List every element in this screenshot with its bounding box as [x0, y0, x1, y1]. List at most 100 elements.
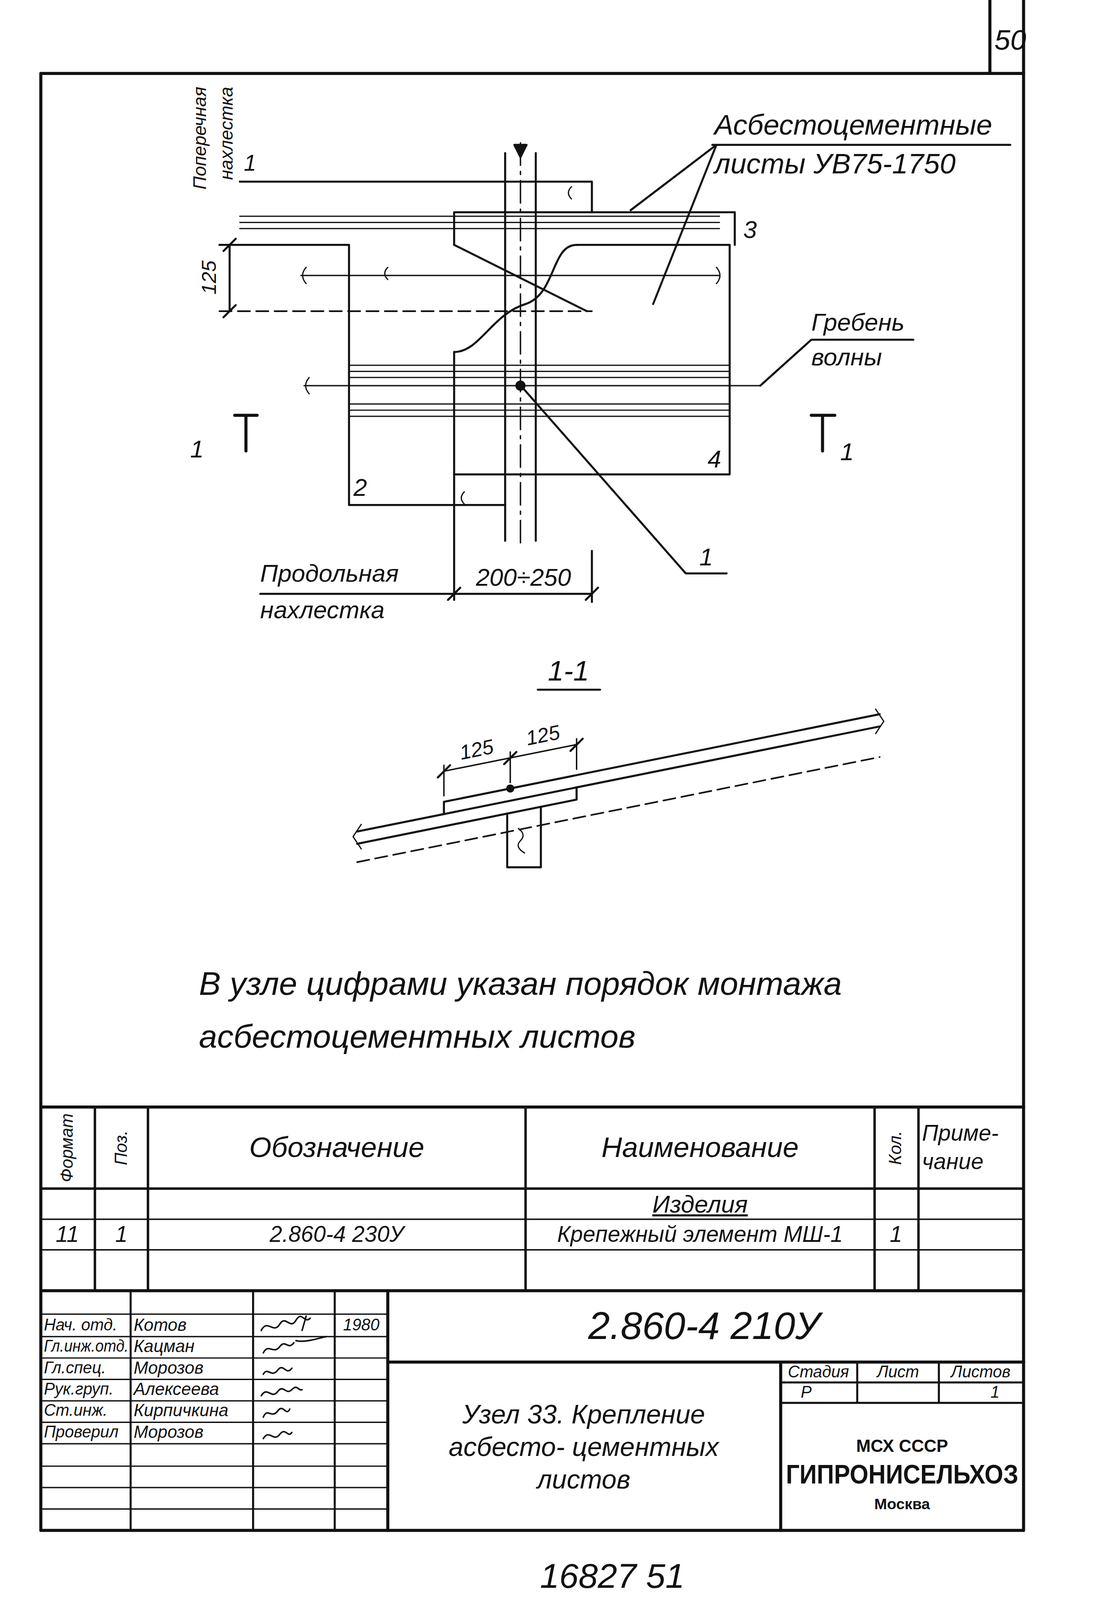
asbestos-sheet	[453, 216, 720, 229]
title-block-cell: Гл.инж.отд.	[43, 1337, 129, 1357]
asbestos-sheet	[239, 216, 454, 229]
callout-number: 1	[699, 542, 713, 571]
title-block-cell: 1	[990, 1383, 1000, 1403]
signature	[263, 1408, 290, 1418]
table-cell: Крепежный элемент МШ-1	[557, 1221, 844, 1248]
callout-label: Асбестоцементные листы УВ75-1750	[714, 106, 1021, 184]
title-block-cell: Проверил	[43, 1423, 119, 1443]
title-block-cell: Рук.груп.	[43, 1380, 114, 1400]
table-header: Обозначение	[249, 1131, 425, 1165]
purlin-plan	[519, 142, 522, 549]
sheet-order-number: 4	[707, 445, 721, 474]
title-block-cell: Морозов	[133, 1358, 204, 1379]
spec-table-grid	[40, 1219, 1024, 1251]
title-block-cell: 1980	[343, 1316, 380, 1336]
asbestos-sheet	[219, 310, 593, 313]
asbestos-sheet	[219, 181, 761, 600]
title-block-grid	[130, 1290, 335, 1531]
signature	[263, 1337, 327, 1354]
spec-table-grid	[40, 1187, 1024, 1190]
section-view	[518, 828, 525, 854]
table-header: Приме- чание	[921, 1119, 1020, 1177]
drawing-title: Узел 33. Крепление асбесто- цементных ли…	[435, 1397, 732, 1497]
dimension-line	[448, 551, 599, 603]
asbestos-sheet	[302, 186, 720, 505]
organization-name: ГИПРОНИСЕЛЬХОЗ	[785, 1460, 1019, 1492]
title-block-cell: Кацман	[133, 1337, 195, 1357]
table-header: Кол.	[886, 1131, 907, 1166]
table-header: Наименование	[601, 1131, 800, 1165]
title-block-cell: Листов	[950, 1363, 1011, 1383]
asbestos-sheet	[239, 181, 592, 213]
organization-name: Москва	[874, 1495, 931, 1514]
dimension-value: 125	[523, 721, 562, 752]
title-block-cell: Алексеева	[133, 1379, 220, 1400]
table-cell: 11	[55, 1221, 80, 1248]
section-view	[357, 787, 577, 845]
asbestos-sheet	[349, 365, 730, 417]
sheet-order-number: 3	[743, 215, 757, 244]
purlin-plan	[504, 142, 536, 549]
spec-table-grid	[40, 1107, 1024, 1291]
table-cell: 1	[889, 1221, 903, 1248]
table-header: Формат	[57, 1113, 78, 1183]
sheet-order-number: 1	[243, 150, 257, 177]
dimension-value: 125	[197, 260, 221, 295]
section-view	[353, 709, 884, 850]
drawing-number: 2.860-4 210У	[588, 1304, 820, 1350]
title-block-grid	[388, 1362, 1024, 1531]
asbestos-sheet	[453, 351, 456, 600]
title-block-cell: Р	[800, 1383, 812, 1403]
asbestos-sheet	[453, 244, 730, 475]
dimension-line	[223, 238, 236, 318]
sheet-frame	[40, 73, 1024, 1531]
overlap-label: Продольная нахлестка	[260, 555, 454, 629]
organization-name: МСХ СССР	[856, 1437, 949, 1458]
table-cell: Изделия	[652, 1190, 748, 1219]
table-header: Поз.	[111, 1130, 132, 1166]
note-text: В узле цифрами указан порядок монтажа ас…	[199, 957, 935, 1064]
section-title: 1-1	[547, 654, 590, 688]
dimension-value: 125	[457, 734, 496, 765]
archive-number: 16827 51	[539, 1556, 685, 1597]
asbestos-sheet	[300, 275, 761, 386]
title-block-grid	[40, 1290, 1024, 1531]
dimension-line	[223, 238, 599, 603]
title-block-grid	[386, 1290, 390, 1531]
asbestos-sheet	[453, 244, 587, 312]
section-view	[357, 726, 880, 833]
title-block-cell: Стадия	[787, 1363, 849, 1383]
title-block-cell: Ст.инж.	[43, 1402, 108, 1422]
spec-table-grid	[40, 1107, 1024, 1291]
signature	[261, 1387, 302, 1397]
title-block-grid	[40, 1314, 388, 1510]
section-mark-number: 1	[840, 438, 854, 467]
title-block-cell: Лист	[877, 1363, 920, 1383]
asbestos-sheet	[453, 212, 735, 245]
section-mark	[537, 688, 601, 692]
section-mark	[811, 415, 835, 452]
section-view	[353, 709, 884, 868]
section-mark-number: 1	[190, 434, 204, 463]
section-view	[357, 757, 880, 863]
section-view	[507, 807, 542, 868]
callout-label: Гребень волны	[811, 305, 924, 375]
dimension-value: 200÷250	[476, 563, 572, 592]
section-mark	[234, 415, 258, 452]
sheet-frame	[40, 0, 1024, 1531]
asbestos-sheet	[219, 244, 506, 505]
title-block-cell: Кирпичкина	[133, 1401, 229, 1422]
title-block-cell: Нач. отд.	[43, 1316, 117, 1336]
signature	[261, 1316, 310, 1331]
purlin-plan	[514, 144, 527, 158]
sheet-order-number: 2	[353, 473, 367, 502]
section-view	[444, 714, 880, 815]
leader-line	[516, 144, 1011, 574]
table-cell: 1	[115, 1221, 128, 1248]
overlap-label: Поперечная нахлестка	[186, 86, 240, 220]
section-mark	[234, 415, 835, 691]
title-block-grid	[780, 1362, 1024, 1403]
title-block-cell: Гл.спец.	[43, 1359, 106, 1379]
